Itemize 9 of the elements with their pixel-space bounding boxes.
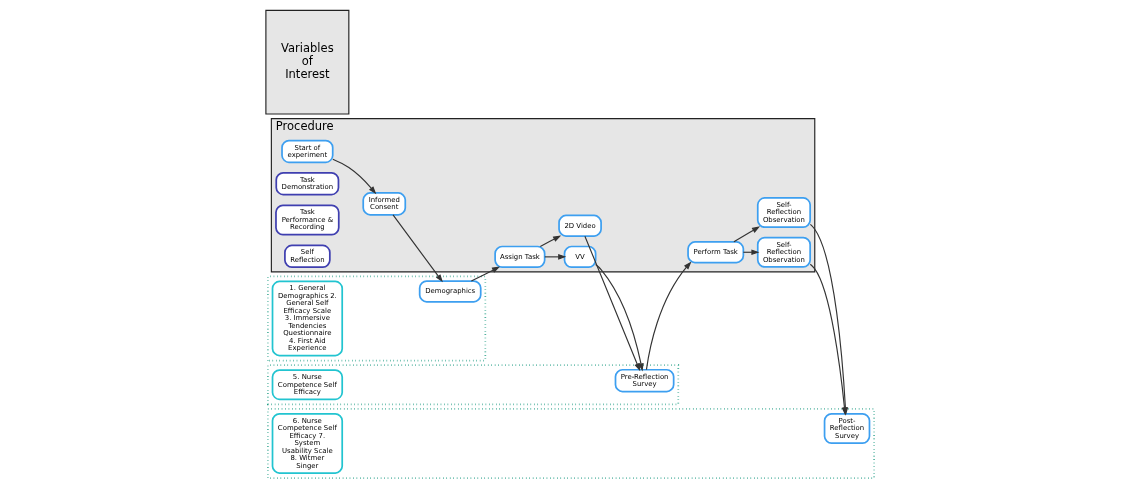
arrow [732,226,760,243]
arrow [391,214,443,283]
arrow [583,235,640,372]
arrow [331,158,376,195]
arrow [539,235,561,247]
node-box: Variables of Interest [264,9,349,115]
arrow [645,261,691,371]
arrow [543,254,566,260]
arrow [470,266,500,282]
